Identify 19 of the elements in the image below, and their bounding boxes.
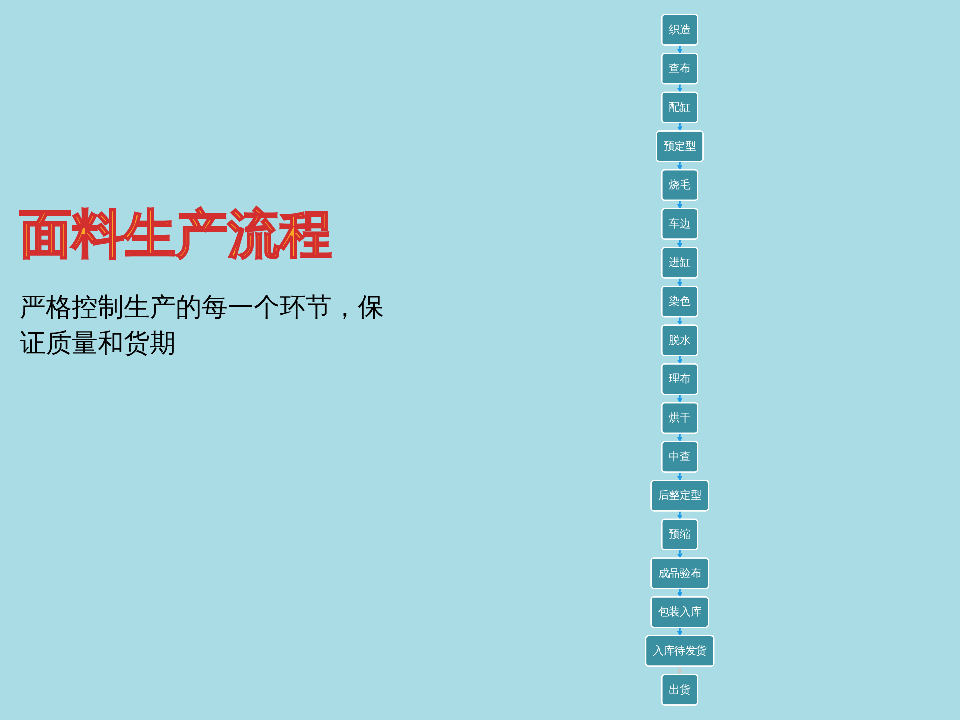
arrow: [677, 45, 683, 54]
arrow: [677, 162, 683, 171]
arrow: [677, 356, 683, 365]
arrow: [677, 278, 683, 288]
arrow: [677, 589, 683, 598]
arrow: [677, 84, 683, 93]
arrow: [677, 317, 683, 326]
arrow: [677, 240, 683, 248]
arrow: [677, 550, 683, 559]
subtitle: 严格控制生产的每一个环节，保证质量和货期: [20, 292, 385, 362]
arrow: [677, 123, 683, 132]
arrow: [677, 200, 683, 210]
arrow: [677, 511, 683, 520]
arrow: [677, 666, 683, 676]
arrow: [677, 472, 683, 482]
arrow: [677, 628, 683, 636]
title: 面料生产流程: [20, 204, 332, 267]
arrow: [677, 394, 683, 404]
arrow: [677, 434, 683, 442]
